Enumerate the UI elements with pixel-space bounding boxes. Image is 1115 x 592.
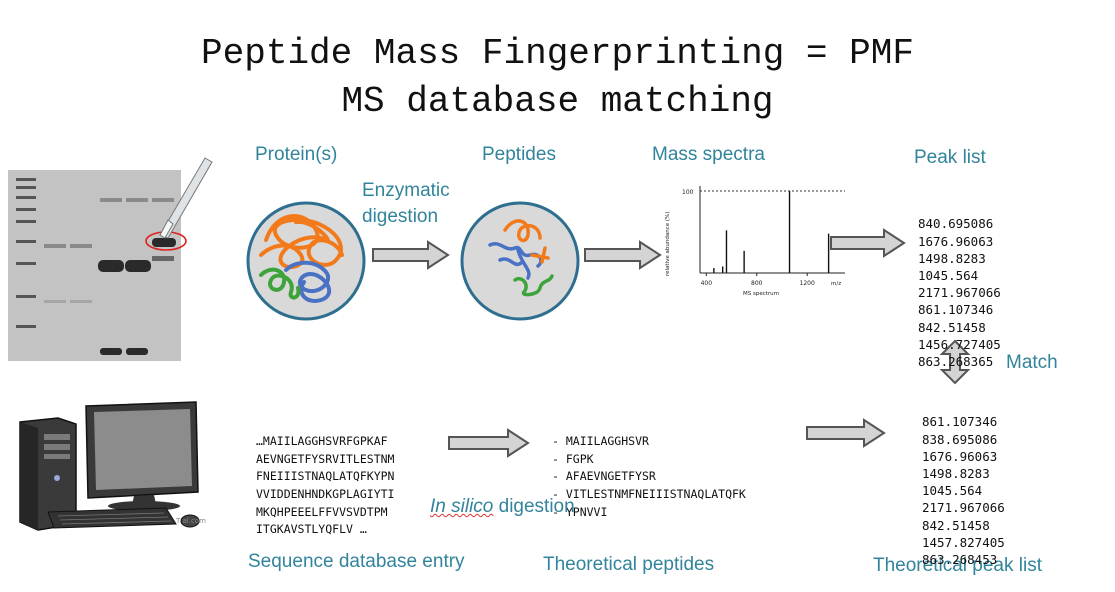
theoretical-peptide-item: - VITLESTNMFNEIIISTNAQLATQFK xyxy=(552,486,746,501)
mass-spectrum-chart: 100 relative abundance (%) MS spectrum m… xyxy=(665,186,845,297)
x-tick-label: 800 xyxy=(751,280,763,287)
in-silico-italic: In silico xyxy=(430,496,494,517)
arrow-right-4 xyxy=(448,428,530,458)
theoretical-peak-item: 1045.564 xyxy=(922,483,983,499)
theoretical-peptide-item: - AFAEVNGETFYSR xyxy=(552,469,656,484)
arrow-right-1 xyxy=(372,240,450,270)
peak-list-item: 1456.727405 xyxy=(918,336,1001,352)
theoretical-peak-list-label: Theoretical peak list xyxy=(873,555,1042,576)
sequence-line: FNEIIISTNAQLATQFKYPN xyxy=(256,469,395,484)
y-axis-label: relative abundance (%) xyxy=(665,212,671,276)
computer-watermark: T al.com xyxy=(175,517,206,525)
title-line-1: Peptide Mass Fingerprinting = PMF xyxy=(201,33,914,74)
peak-list-item: 861.107346 xyxy=(918,302,994,318)
title-line-2: MS database matching xyxy=(341,81,774,122)
sequence-line: ITGKAVSTLYQFLV … xyxy=(256,522,367,537)
sequence-line: MKQHPEEELFFVVSVDTPM xyxy=(256,504,388,519)
theoretical-peptide-item: - YPNVVI xyxy=(552,504,608,519)
theoretical-peak-item: 863.268453 xyxy=(922,552,998,568)
peak-list-item: 1045.564 xyxy=(918,268,979,284)
theoretical-peak-item: 842.51458 xyxy=(922,517,990,533)
scalpel-icon xyxy=(159,157,213,239)
peak-list-item: 840.695086 xyxy=(918,216,994,232)
gel-image xyxy=(8,157,213,361)
peak-list-item: 1676.96063 xyxy=(918,233,994,249)
peak-list-label: Peak list xyxy=(914,147,986,168)
theoretical-peak-item: 1676.96063 xyxy=(922,448,998,464)
sequence-line: VVIDDENHNDKGPLAGIYTI xyxy=(256,486,395,501)
x-unit-label: m/z xyxy=(831,281,841,287)
theoretical-peptides-label: Theoretical peptides xyxy=(543,554,715,575)
peak-list-item: 863.268365 xyxy=(918,354,994,370)
sequence-line: AEVNGETFYSRVITLESTNM xyxy=(256,451,395,466)
theoretical-peak-item: 1457.827405 xyxy=(922,534,1005,550)
mass-spectra-label: Mass spectra xyxy=(652,144,765,165)
peak-list-item: 1498.8283 xyxy=(918,250,986,266)
sequence-entry: …MAIILAGGHSVRFGPKAF AEVNGETFYSRVITLESTNM F… xyxy=(256,398,394,556)
peptides-label: Peptides xyxy=(482,144,556,165)
arrow-right-3 xyxy=(830,228,906,258)
protein-circle xyxy=(246,201,366,321)
peptides-circle xyxy=(460,201,580,321)
sequence-entry-label: Sequence database entry xyxy=(248,551,465,572)
x-tick-label: 1200 xyxy=(800,280,815,287)
sequence-line: …MAIILAGGHSVRFGPKAF xyxy=(256,434,388,449)
arrow-right-5 xyxy=(806,418,886,448)
match-label: Match xyxy=(1006,352,1058,373)
computer-icon: T al.com xyxy=(19,401,206,531)
in-silico-label: In silico digestion xyxy=(430,496,575,518)
digestion-label: digestion xyxy=(362,206,439,227)
proteins-label: Protein(s) xyxy=(255,144,338,165)
theoretical-peak-item: 1498.8283 xyxy=(922,466,990,482)
x-tick-label: 400 xyxy=(701,280,713,287)
enzymatic-label: Enzymatic xyxy=(362,180,450,201)
theoretical-peptides-list: - MAIILAGGHSVR - FGPK - AFAEVNGETFYSR - VIT… xyxy=(552,398,746,539)
theoretical-peak-item: 2171.967066 xyxy=(922,500,1005,516)
theoretical-peptide-item: - FGPK xyxy=(552,451,594,466)
peak-list-item: 2171.967066 xyxy=(918,285,1001,301)
y-tick-label: 100 xyxy=(682,189,694,196)
theoretical-peptide-item: - MAIILAGGHSVR xyxy=(552,434,649,449)
x-axis-label: MS spectrum xyxy=(743,291,779,297)
theoretical-peak-item: 861.107346 xyxy=(922,414,998,430)
in-silico-rest: digestion xyxy=(493,496,575,517)
match-double-arrow xyxy=(939,339,971,385)
arrow-right-2 xyxy=(584,240,662,270)
peak-list-item: 842.51458 xyxy=(918,319,986,335)
theoretical-peak-item: 838.695086 xyxy=(922,431,998,447)
